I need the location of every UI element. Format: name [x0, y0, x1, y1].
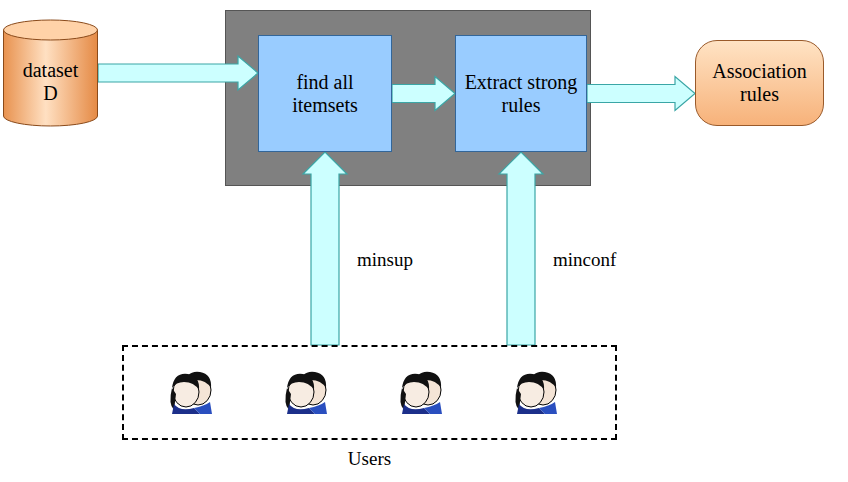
user-group: Users [122, 345, 617, 440]
edge-label: minconf [553, 249, 616, 271]
output-box: Association rules [695, 40, 824, 126]
process-box: find all itemsets [258, 35, 392, 152]
edge-label: minsup [357, 249, 413, 271]
node-label: find all itemsets [267, 71, 383, 117]
node-label: Extract strong rules [464, 71, 578, 117]
block-arrow [392, 77, 455, 111]
block-arrow [303, 152, 347, 345]
process-box: Extract strong rules [455, 35, 587, 152]
node-label: Association rules [702, 60, 817, 106]
block-arrow [98, 56, 258, 90]
block-arrow [499, 152, 543, 345]
block-arrow [587, 77, 695, 111]
node-label: dataset D [16, 59, 86, 105]
dataset-cylinder: dataset D [3, 20, 98, 126]
node-label: Users [124, 448, 615, 470]
